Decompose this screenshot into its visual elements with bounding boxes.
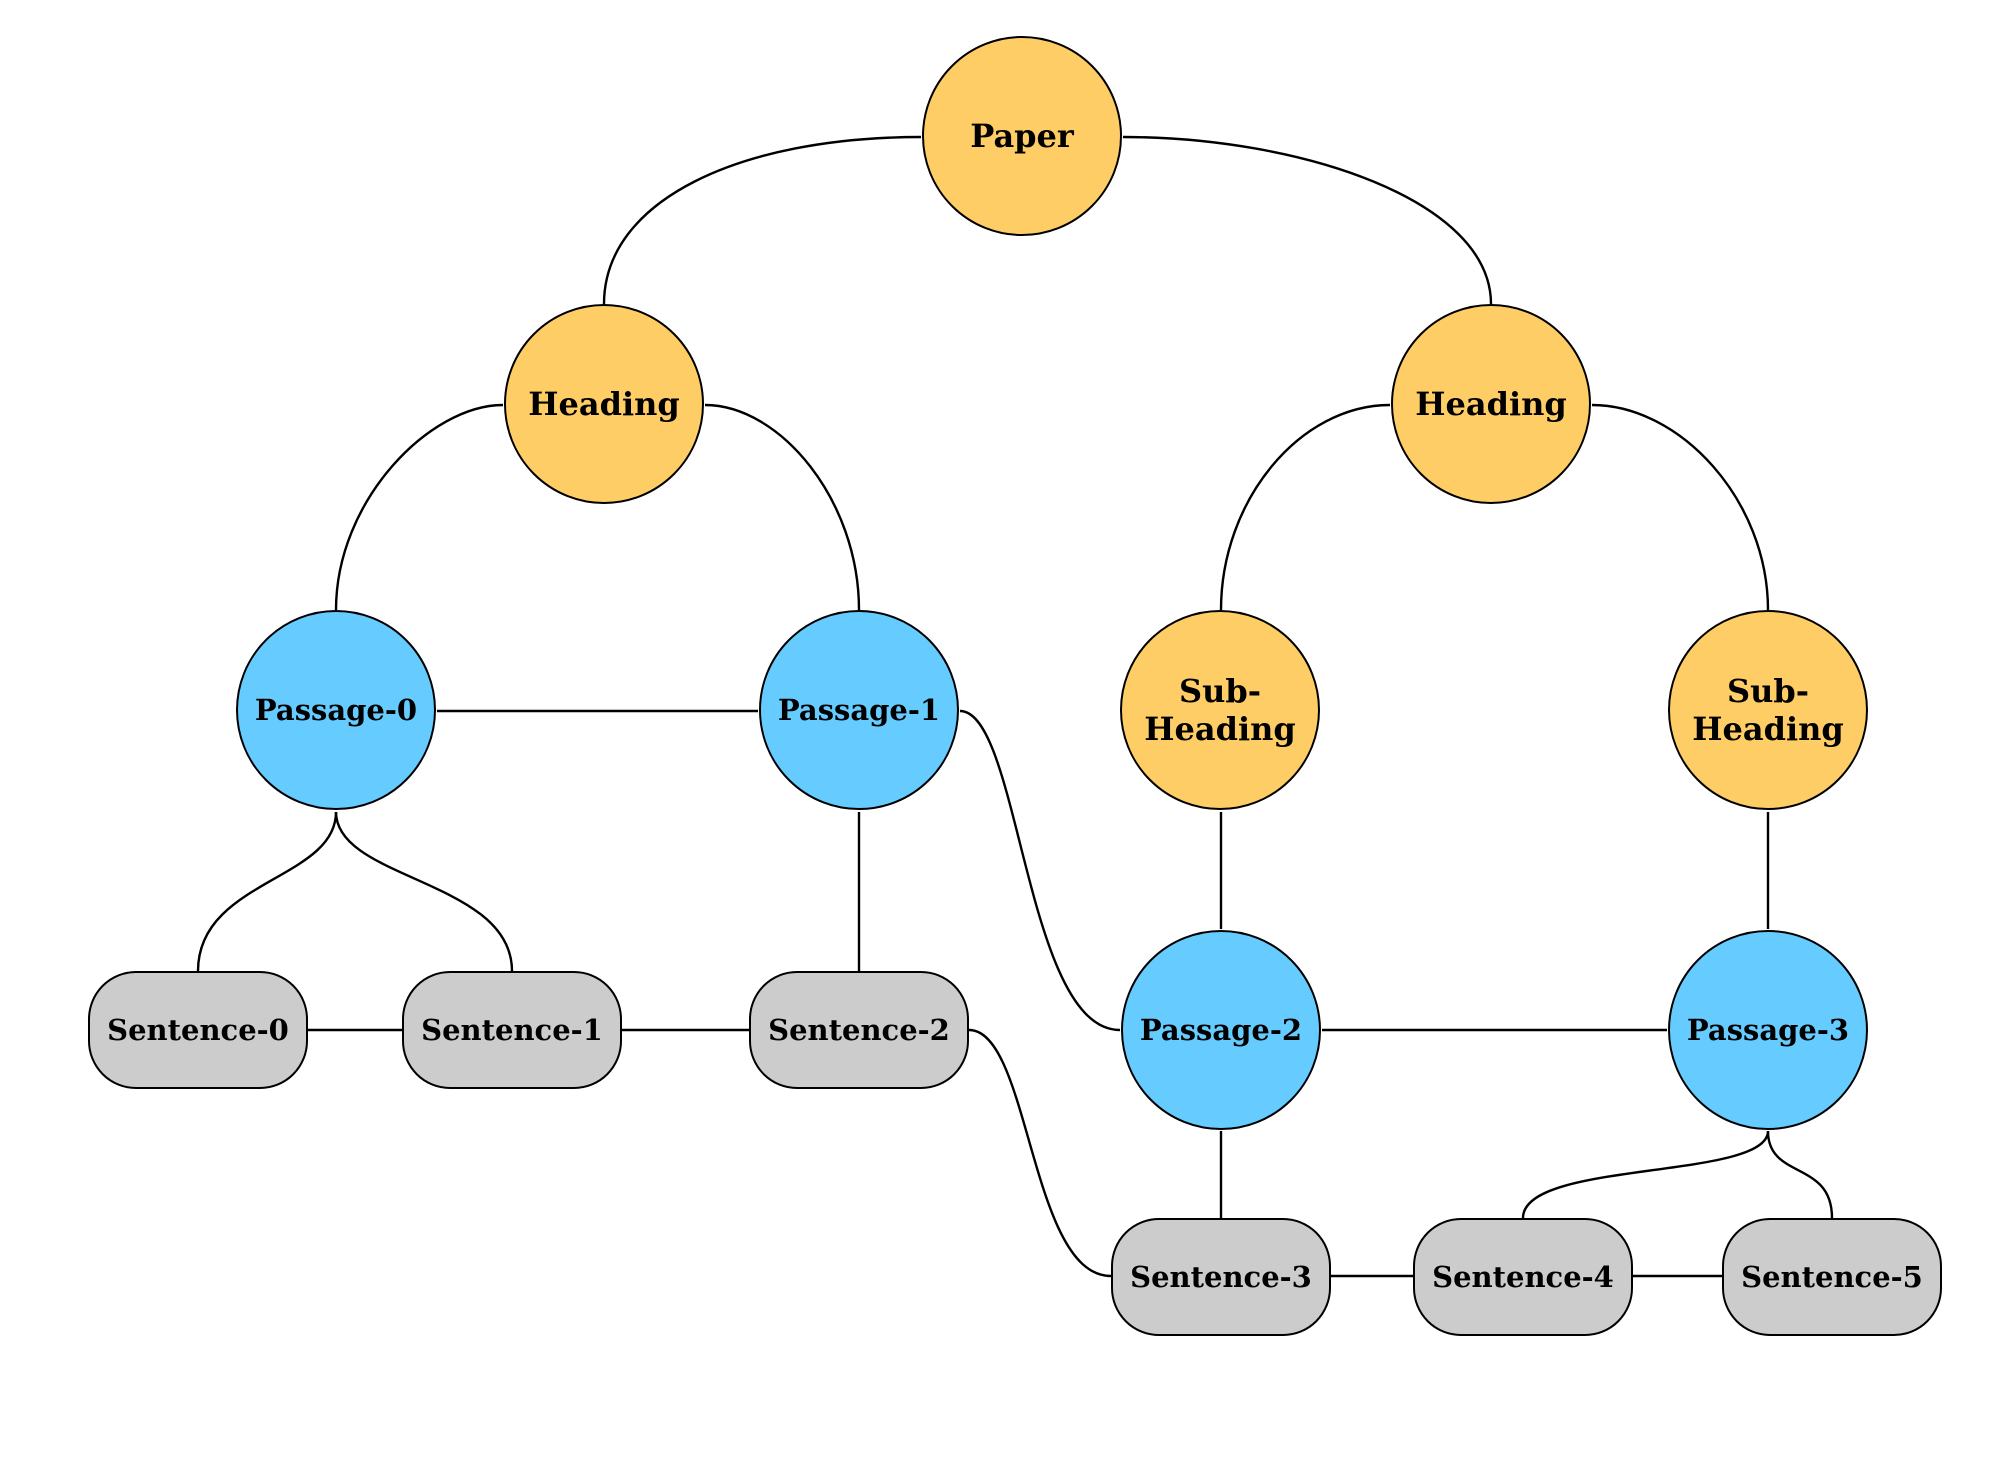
node-sentence-4: Sentence-4 bbox=[1413, 1218, 1633, 1336]
node-label: Sub- Heading bbox=[1692, 672, 1844, 748]
node-label: Passage-3 bbox=[1686, 1013, 1850, 1047]
edge-paper-heading-right bbox=[1122, 135, 1493, 305]
node-label: Heading bbox=[528, 385, 680, 423]
node-label: Paper bbox=[970, 117, 1074, 155]
node-label: Sub- Heading bbox=[1144, 672, 1296, 748]
node-paper: Paper bbox=[922, 36, 1122, 236]
node-label: Passage-0 bbox=[254, 693, 418, 727]
edge-passage-1-passage-2 bbox=[959, 709, 1121, 1032]
edge-passage-0-sentence-0 bbox=[196, 811, 338, 972]
node-sentence-0: Sentence-0 bbox=[88, 971, 308, 1089]
edge-heading-left-passage-0 bbox=[334, 403, 504, 611]
edge-heading-left-passage-1 bbox=[704, 403, 861, 611]
node-passage-3: Passage-3 bbox=[1668, 930, 1868, 1130]
edge-heading-right-subheading-1 bbox=[1219, 403, 1391, 611]
node-heading-left: Heading bbox=[504, 304, 704, 504]
node-label: Sentence-1 bbox=[421, 1013, 603, 1047]
node-label: Passage-2 bbox=[1139, 1013, 1303, 1047]
node-passage-0: Passage-0 bbox=[236, 610, 436, 810]
node-label: Sentence-2 bbox=[768, 1013, 950, 1047]
node-passage-1: Passage-1 bbox=[759, 610, 959, 810]
edge-paper-heading-left bbox=[602, 135, 922, 305]
node-sentence-1: Sentence-1 bbox=[402, 971, 622, 1089]
node-label: Sentence-5 bbox=[1741, 1260, 1923, 1294]
node-label: Sentence-4 bbox=[1432, 1260, 1614, 1294]
node-sentence-5: Sentence-5 bbox=[1722, 1218, 1942, 1336]
node-subheading-1: Sub- Heading bbox=[1120, 610, 1320, 810]
node-label: Passage-1 bbox=[777, 693, 941, 727]
edge-passage-3-sentence-5 bbox=[1766, 1130, 1834, 1219]
node-label: Sentence-3 bbox=[1130, 1260, 1312, 1294]
node-passage-2: Passage-2 bbox=[1121, 930, 1321, 1130]
node-sentence-3: Sentence-3 bbox=[1111, 1218, 1331, 1336]
node-subheading-2: Sub- Heading bbox=[1668, 610, 1868, 810]
node-label: Sentence-0 bbox=[107, 1013, 289, 1047]
edge-passage-3-sentence-4 bbox=[1521, 1130, 1770, 1219]
edge-passage-0-sentence-1 bbox=[334, 811, 514, 972]
node-sentence-2: Sentence-2 bbox=[749, 971, 969, 1089]
edge-sentence-2-sentence-3 bbox=[968, 1028, 1112, 1278]
node-label: Heading bbox=[1415, 385, 1567, 423]
node-heading-right: Heading bbox=[1391, 304, 1591, 504]
edge-heading-right-subheading-2 bbox=[1591, 403, 1770, 611]
